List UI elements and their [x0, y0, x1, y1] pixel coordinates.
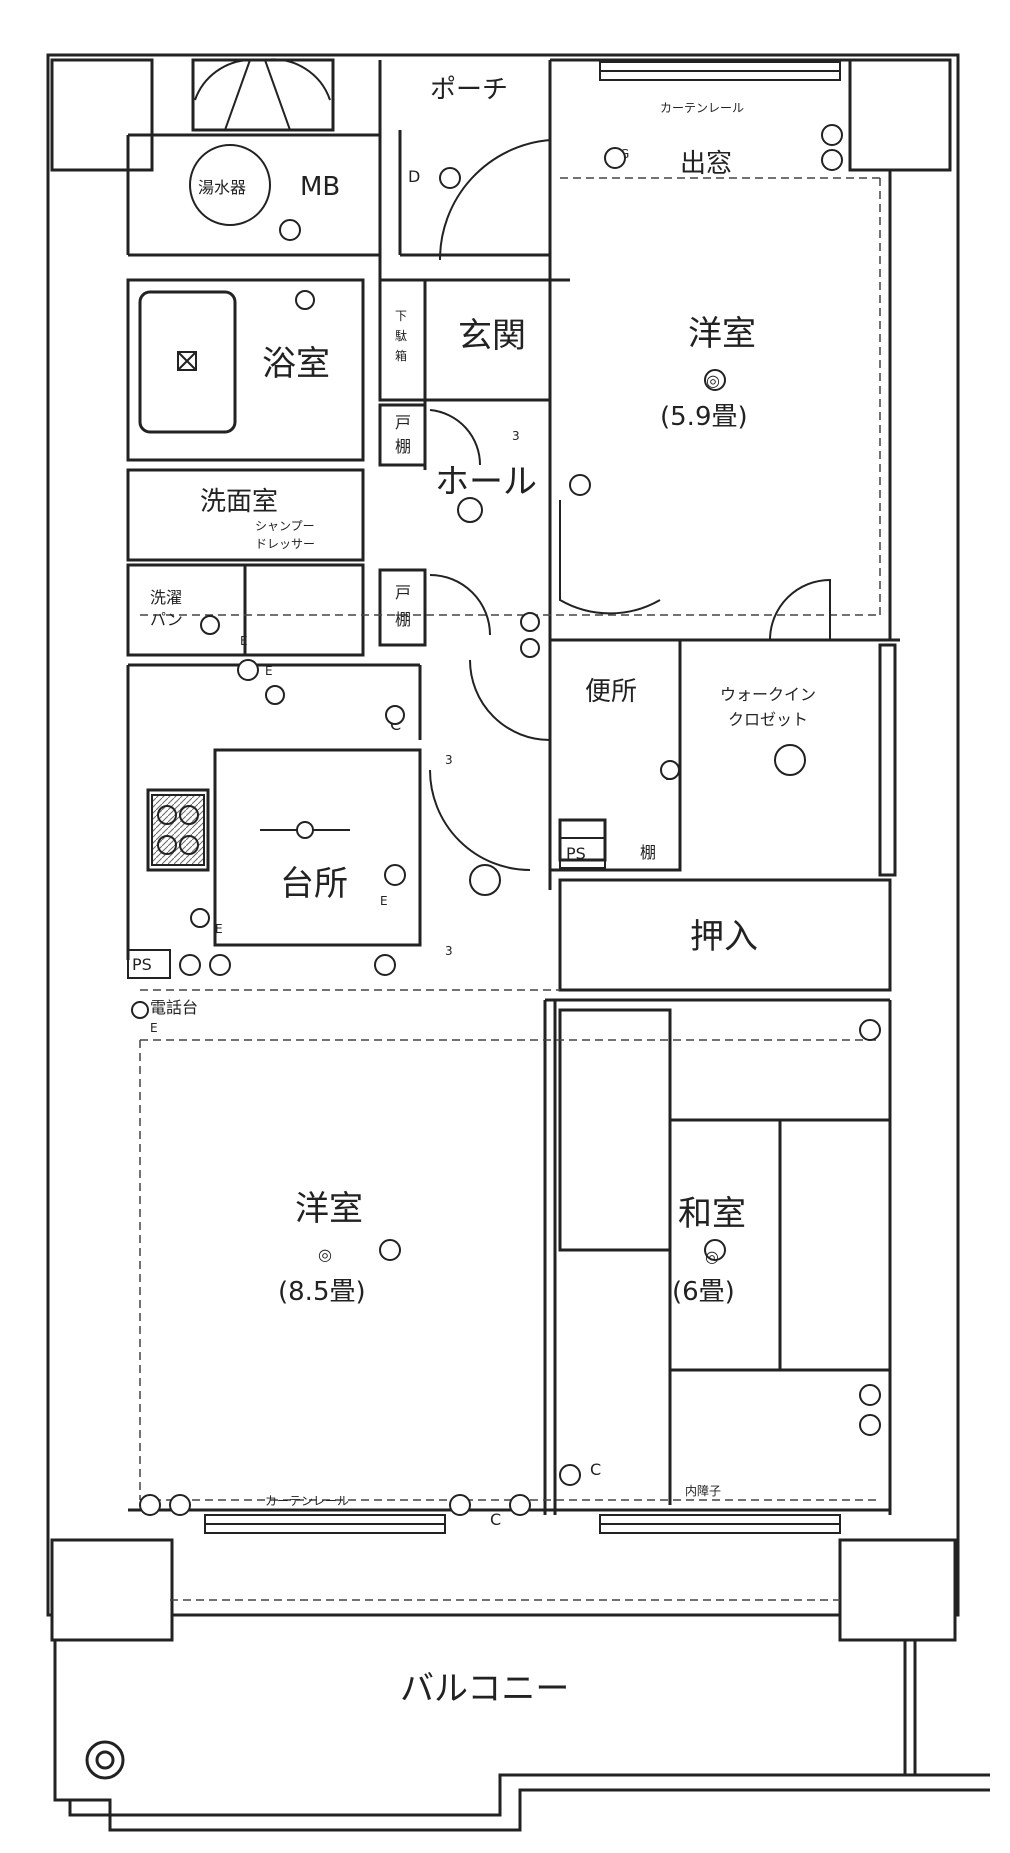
stove [151, 794, 205, 866]
label-curtain-rail-top: カーテンレール [660, 101, 744, 115]
label-japanese-room-size: (6畳) [672, 1277, 735, 1307]
dashed-lines [139, 177, 881, 1601]
mark-e-1: E [240, 634, 248, 648]
label-balcony: バルコニー [400, 1669, 569, 1709]
pillar-bottom-left [50, 1538, 174, 1642]
label-kitchen: 台所 [280, 864, 348, 904]
label-shoe-box-2: 駄 [395, 328, 407, 343]
label-entrance: 玄関 [458, 316, 526, 356]
ceiling-lights [189, 144, 806, 1261]
mark-c-2: C [590, 1460, 601, 1479]
label-closet-2b: 棚 [395, 610, 411, 629]
pillar-bottom-right [838, 1538, 957, 1642]
label-shelf: 棚 [640, 843, 656, 862]
label-light-2: ◎ [318, 1245, 332, 1264]
label-closet-1b: 棚 [395, 437, 411, 456]
label-bay-window: 出窓 [680, 149, 732, 179]
label-western-room-1-size: (5.9畳) [660, 402, 748, 432]
ps-box-left [127, 949, 171, 979]
label-toilet: 便所 [585, 677, 637, 707]
interior-walls [126, 58, 900, 1515]
mark-3-1: 3 [512, 429, 520, 443]
label-western-room-2-size: (8.5畳) [278, 1277, 366, 1307]
label-inner-lattice: 内障子 [685, 1483, 721, 1498]
mark-e-6: E [150, 1021, 158, 1035]
label-walk-in-2: クロゼット [728, 710, 808, 729]
kitchen-light [260, 821, 350, 839]
label-closet-2a: 戸 [395, 583, 411, 602]
label-bath: 浴室 [262, 344, 330, 384]
outer-walls [46, 53, 960, 1617]
label-water-heater: 湯水器 [198, 178, 246, 197]
label-laundry-2: パン [150, 610, 183, 629]
label-washroom: 洗面室 [200, 487, 278, 517]
bath-drain [177, 351, 197, 371]
mark-3-3: 3 [445, 944, 453, 958]
pillar-top-right [848, 58, 952, 172]
label-closet-1a: 戸 [395, 413, 411, 432]
mark-c-3: C [490, 1510, 501, 1529]
label-light-3: ◎ [705, 1247, 719, 1266]
mark-d: D [408, 167, 420, 186]
label-light-1: ◎ [706, 371, 720, 390]
balcony-outline [53, 1640, 990, 1832]
label-shoe-box-1: 下 [395, 309, 407, 323]
label-mb: MB [300, 172, 340, 202]
label-shoe-box-3: 箱 [395, 348, 407, 363]
label-laundry-1: 洗濯 [150, 588, 182, 607]
pillar-top-left [50, 58, 154, 172]
mark-e-3: E [215, 922, 223, 936]
label-ps-right: PS [566, 844, 586, 863]
label-western-room-1: 洋室 [688, 314, 756, 354]
label-phone-stand: 電話台 [150, 998, 198, 1017]
label-ps-left: PS [132, 955, 152, 974]
label-western-room-2: 洋室 [295, 1189, 363, 1229]
label-japanese-room: 和室 [678, 1194, 746, 1234]
label-porch: ポーチ [430, 75, 508, 105]
mark-e-2: E [265, 664, 273, 678]
outlets [131, 124, 881, 1516]
mark-3-2: 3 [445, 753, 453, 767]
door-swings [194, 58, 831, 871]
label-walk-in-1: ウォークイン [720, 685, 816, 704]
label-shampoo-2: ドレッサー [255, 537, 315, 551]
ps-box-right [559, 837, 606, 869]
burners [157, 805, 199, 855]
windows [204, 61, 841, 1534]
label-hall: ホール [435, 462, 537, 502]
label-curtain-rail-bottom: カーテンレール [265, 1494, 349, 1508]
label-storage: 押入 [690, 917, 758, 957]
label-shampoo-1: シャンプー [255, 519, 315, 533]
mark-e-4: E [380, 894, 388, 908]
